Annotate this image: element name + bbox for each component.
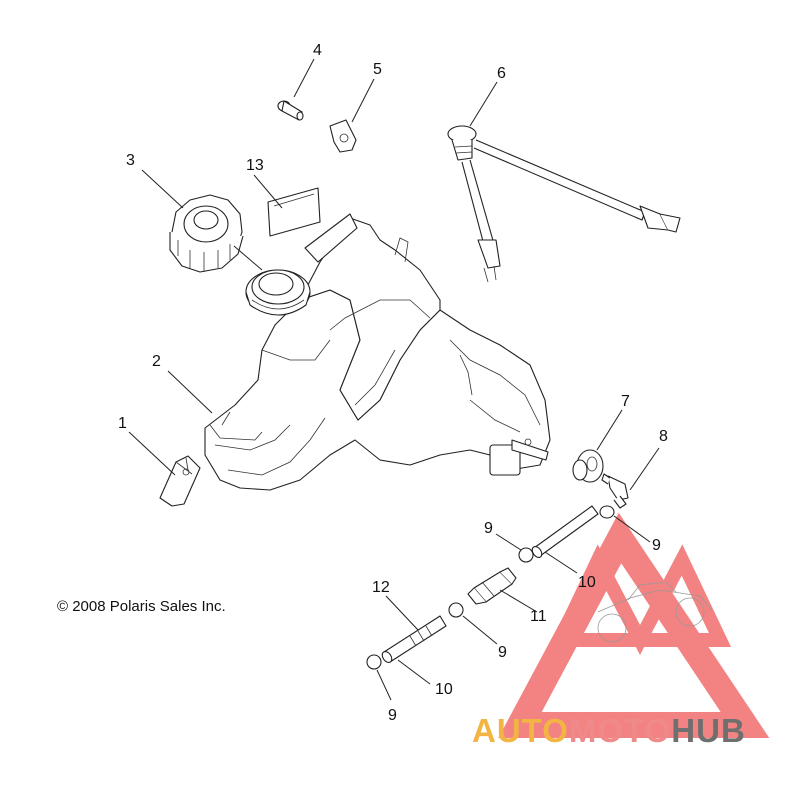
watermark-m-shape xyxy=(548,544,732,656)
callout-1: 1 xyxy=(118,415,127,432)
callout-9-bottom: 9 xyxy=(388,707,397,724)
clamp-bottom xyxy=(366,654,382,670)
callout-13: 13 xyxy=(246,157,264,174)
leader-lines xyxy=(128,58,660,701)
callout-8: 8 xyxy=(659,428,668,445)
callout-3: 3 xyxy=(126,152,135,169)
callout-10-lower: 10 xyxy=(435,681,453,698)
hose-lower xyxy=(381,615,447,663)
hose-clamps xyxy=(366,505,615,670)
clamp-upper-right xyxy=(599,505,615,519)
copyright-text: © 2008 Polaris Sales Inc. xyxy=(57,598,226,615)
fuel-sender xyxy=(447,125,681,283)
watermark-word-moto: MOTO xyxy=(569,712,671,749)
callout-4: 4 xyxy=(313,42,322,59)
watermark-logo xyxy=(498,512,770,738)
hose-upper xyxy=(531,505,599,558)
callout-11: 11 xyxy=(530,608,547,625)
callout-9-right: 9 xyxy=(652,537,661,554)
fuel-cap xyxy=(169,194,244,273)
callout-7: 7 xyxy=(621,393,630,410)
watermark-wordmark: AUTOMOTOHUB xyxy=(472,712,746,749)
clamp-mid xyxy=(518,547,534,563)
watermark-word-hub: HUB xyxy=(671,712,746,749)
callout-labels: 1 2 3 4 5 6 7 8 9 9 9 9 10 10 11 12 13 xyxy=(118,42,668,724)
tank-bracket xyxy=(159,455,201,507)
fuel-tank xyxy=(204,213,551,491)
fuel-filter xyxy=(467,567,517,605)
watermark-word-auto: AUTO xyxy=(472,712,569,749)
decal xyxy=(267,187,321,237)
callout-9-lower: 9 xyxy=(498,644,507,661)
callout-6: 6 xyxy=(497,65,506,82)
filler-neck xyxy=(245,269,311,316)
clip xyxy=(329,119,357,153)
callout-2: 2 xyxy=(152,353,161,370)
elbow-fitting xyxy=(601,473,629,509)
callout-5: 5 xyxy=(373,61,382,78)
callout-9-mid: 9 xyxy=(484,520,493,537)
clamp-lower xyxy=(448,602,464,618)
pin xyxy=(277,100,304,121)
watermark-atv-sketch xyxy=(597,581,713,643)
callout-12: 12 xyxy=(372,579,390,596)
grommet xyxy=(572,449,604,483)
callout-10-upper: 10 xyxy=(578,574,596,591)
